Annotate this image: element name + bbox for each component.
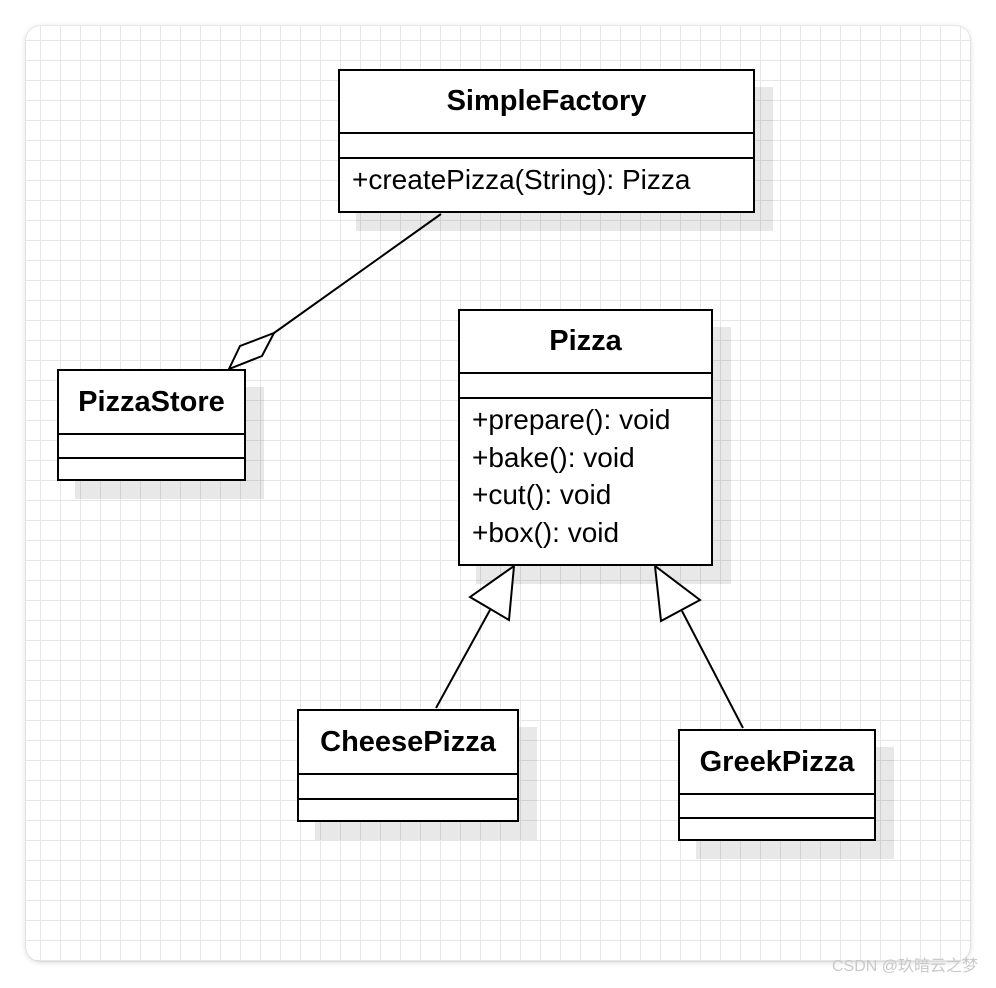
class-attributes <box>59 435 244 459</box>
generalization-line-greek[interactable] <box>681 610 744 729</box>
generalization-line-cheese[interactable] <box>435 609 491 709</box>
class-pizza-store[interactable]: PizzaStore <box>57 369 246 481</box>
aggregation-diamond <box>227 331 277 371</box>
operation: +createPizza(String): Pizza <box>352 164 691 195</box>
class-simple-factory[interactable]: SimpleFactory +createPizza(String): Pizz… <box>338 69 755 213</box>
watermark: CSDN @玖暗云之梦 <box>831 958 978 975</box>
class-attributes <box>299 775 517 800</box>
aggregation-line[interactable] <box>273 213 442 334</box>
operation: +box(): void <box>472 516 620 548</box>
class-attributes <box>680 795 874 819</box>
class-cheese-pizza[interactable]: CheesePizza <box>297 709 519 822</box>
class-operations: +createPizza(String): Pizza <box>340 159 753 199</box>
class-name: PizzaStore <box>59 371 244 435</box>
generalization-arrowhead-greek <box>653 563 702 623</box>
class-pizza[interactable]: Pizza +prepare(): void +bake(): void +cu… <box>458 309 713 566</box>
class-name: CheesePizza <box>299 711 517 775</box>
class-attributes <box>460 374 711 399</box>
class-attributes <box>340 134 753 159</box>
operation: +bake(): void <box>472 441 635 473</box>
operation: +cut(): void <box>472 479 612 510</box>
class-name: Pizza <box>460 311 711 374</box>
class-greek-pizza[interactable]: GreekPizza <box>678 729 876 841</box>
generalization-arrowhead-cheese <box>468 563 516 622</box>
class-name: SimpleFactory <box>340 71 753 134</box>
operation: +prepare(): void <box>472 404 671 435</box>
class-operations: +prepare(): void +bake(): void +cut(): v… <box>460 399 711 551</box>
class-name: GreekPizza <box>680 731 874 795</box>
